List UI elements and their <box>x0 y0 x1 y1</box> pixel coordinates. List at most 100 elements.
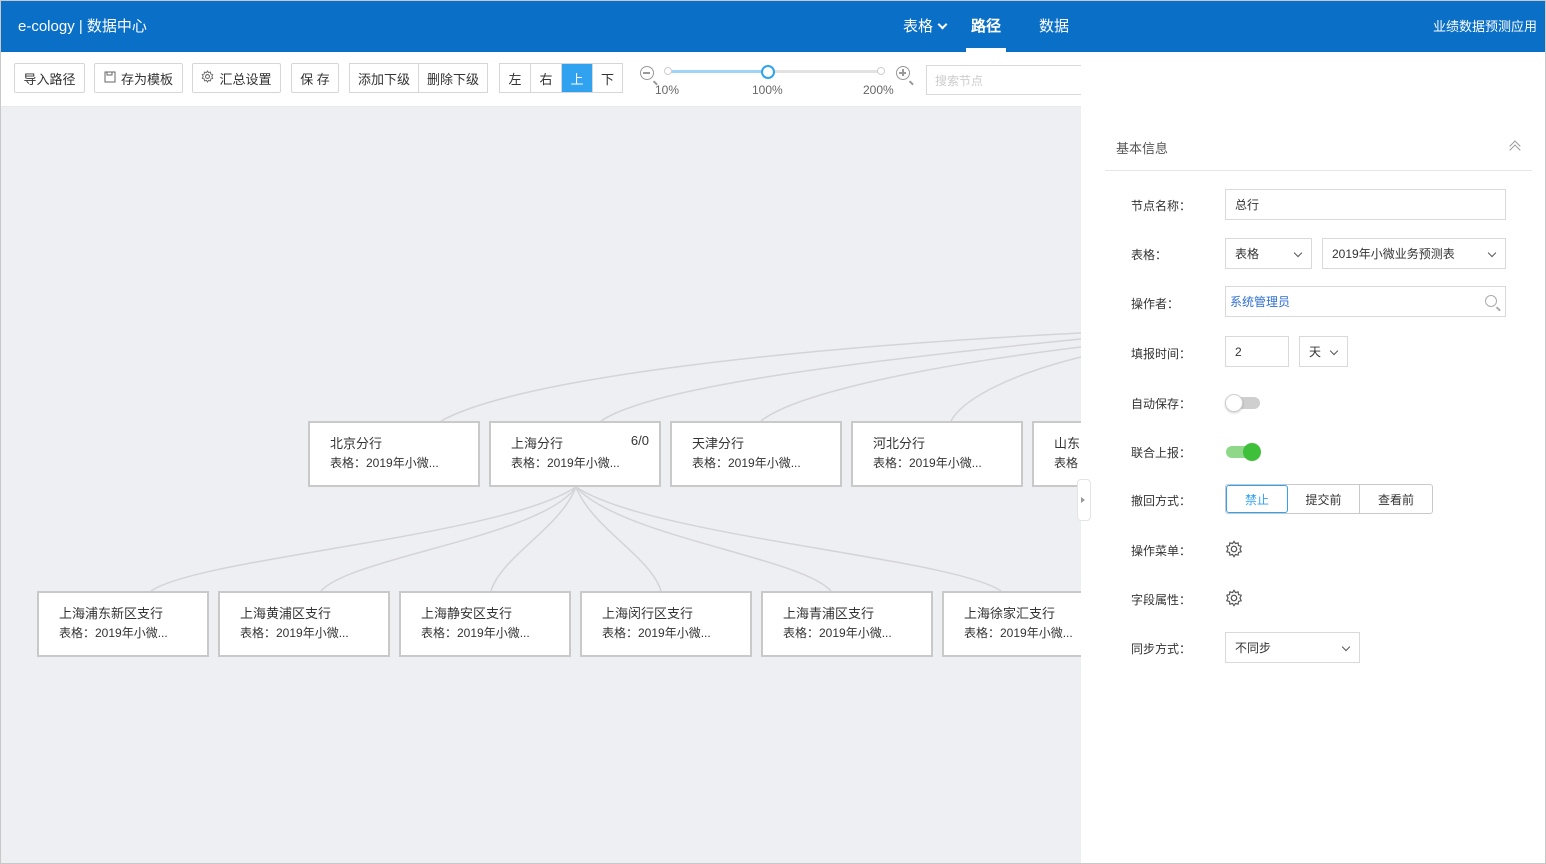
section-title: 基本信息 <box>1116 141 1169 156</box>
chevron-up-icon[interactable] <box>1510 141 1520 153</box>
withdraw-forbid-option[interactable]: 禁止 <box>1226 485 1288 513</box>
nav-table-label: 表格 <box>903 18 934 35</box>
nav-active-indicator <box>966 48 1006 52</box>
gear-icon <box>201 70 214 86</box>
joint-report-toggle[interactable] <box>1226 443 1261 461</box>
import-path-button[interactable]: 导入路径 <box>14 63 85 93</box>
node-title: 山东 <box>1054 436 1081 451</box>
node-subtitle: 表格：2019年小微... <box>602 626 711 640</box>
operator-input[interactable]: 系统管理员 <box>1225 286 1506 317</box>
withdraw-before-submit-option[interactable]: 提交前 <box>1288 485 1360 513</box>
nav-path[interactable]: 路径 <box>971 18 1002 35</box>
direction-up-button[interactable]: 上 <box>562 64 593 92</box>
gear-icon[interactable] <box>1225 540 1243 558</box>
zoom-tick-max: 200% <box>863 83 894 97</box>
tree-node-huangpu[interactable]: 上海黄浦区支行 表格：2019年小微... <box>218 591 390 657</box>
save-template-label: 存为模板 <box>120 71 173 87</box>
withdraw-options: 禁止 提交前 查看前 <box>1225 484 1433 514</box>
zoom-min-dot <box>664 67 672 75</box>
summary-settings-button[interactable]: 汇总设置 <box>192 63 281 93</box>
app-name[interactable]: 业绩数据预测应用 <box>1432 19 1537 34</box>
add-child-button[interactable]: 添加下级 <box>350 64 419 92</box>
fill-time-input[interactable]: 2 <box>1225 336 1289 367</box>
direction-right-button[interactable]: 右 <box>531 64 562 92</box>
tree-node-pudong[interactable]: 上海浦东新区支行 表格：2019年小微... <box>37 591 209 657</box>
tree-node-jingan[interactable]: 上海静安区支行 表格：2019年小微... <box>399 591 571 657</box>
zoom-tick-min: 10% <box>655 83 680 97</box>
link-sh-xujiahui <box>575 486 1002 592</box>
node-subtitle: 表格：2019年小微... <box>873 456 982 470</box>
link-root-tianjin <box>760 346 1081 422</box>
direction-left-button[interactable]: 左 <box>500 64 531 92</box>
link-sh-jingan <box>490 486 577 592</box>
tree-node-xujiahui[interactable]: 上海徐家汇支行 表格：2019年小微... <box>942 591 1081 657</box>
brand-title: e-cology | 数据中心 <box>18 18 147 35</box>
tree-links <box>150 332 1081 592</box>
sync-label: 同步方式： <box>1131 642 1192 656</box>
link-root-hebei <box>950 356 1081 422</box>
search-node-input[interactable]: 搜索节点 <box>926 65 1086 95</box>
link-root-shanghai <box>600 338 1081 422</box>
tree-node-hebei[interactable]: 河北分行 表格：2019年小微... <box>851 421 1023 487</box>
save-icon <box>104 71 116 86</box>
direction-down-button[interactable]: 下 <box>600 71 614 87</box>
field-attr-label: 字段属性： <box>1131 593 1192 607</box>
zoom-tick-mid: 100% <box>752 83 783 97</box>
link-root-beijing <box>440 332 1081 422</box>
fill-time-label: 填报时间： <box>1131 347 1192 361</box>
node-subtitle: 表格：2019年小微... <box>964 626 1073 640</box>
zoom-out-icon[interactable] <box>640 66 658 85</box>
zoom-in-icon[interactable] <box>896 66 914 85</box>
node-subtitle: 表格：2019年小微... <box>692 456 801 470</box>
node-title: 上海浦东新区支行 <box>59 606 164 621</box>
withdraw-label: 撤回方式： <box>1131 494 1192 508</box>
link-sh-huangpu <box>320 486 577 592</box>
node-name-input[interactable]: 总行 <box>1225 189 1506 220</box>
node-title: 上海静安区支行 <box>421 606 513 621</box>
operator-label: 操作者： <box>1131 297 1180 311</box>
nav-table[interactable]: 表格 <box>903 15 948 36</box>
toggle-knob <box>1243 443 1261 461</box>
node-subtitle: 表格：2019年小微... <box>511 456 620 470</box>
tree-node-beijing[interactable]: 北京分行 表格：2019年小微... <box>308 421 480 487</box>
node-title: 上海徐家汇支行 <box>964 606 1056 621</box>
gear-icon[interactable] <box>1225 589 1243 607</box>
table-type-select[interactable]: 表格 <box>1225 238 1312 269</box>
chevron-down-icon <box>937 19 948 30</box>
tree-node-minhang[interactable]: 上海闵行区支行 表格：2019年小微... <box>580 591 752 657</box>
search-icon[interactable] <box>1485 295 1497 307</box>
zoom-slider-track[interactable] <box>667 70 883 73</box>
sync-select[interactable]: 不同步 <box>1225 632 1360 663</box>
operator-value: 系统管理员 <box>1230 295 1291 309</box>
nav-data[interactable]: 数据 <box>1039 18 1070 35</box>
node-subtitle: 表格：2019年小微... <box>783 626 892 640</box>
section-divider <box>1105 170 1532 171</box>
node-subtitle: 表格：2019年小微... <box>59 626 168 640</box>
link-sh-minhang <box>575 486 662 592</box>
zoom-max-dot <box>877 67 885 75</box>
save-template-button[interactable]: 存为模板 <box>94 63 183 93</box>
node-count-badge: 6/0 <box>630 433 649 448</box>
zoom-slider-handle[interactable] <box>761 65 775 79</box>
fill-time-unit-select[interactable]: 天 <box>1299 336 1348 367</box>
tree-node-shandong[interactable]: 山东 表格 <box>1032 421 1081 487</box>
delete-child-button[interactable]: 删除下级 <box>426 71 479 87</box>
summary-settings-label: 汇总设置 <box>219 71 272 87</box>
panel-collapse-handle[interactable] <box>1077 479 1091 521</box>
withdraw-before-view-option[interactable]: 查看前 <box>1377 492 1414 507</box>
tree-node-tianjin[interactable]: 天津分行 表格：2019年小微... <box>670 421 842 487</box>
save-button[interactable]: 保 存 <box>291 63 339 93</box>
child-ops-group: 添加下级 删除下级 <box>349 63 488 93</box>
tree-node-qingpu[interactable]: 上海青浦区支行 表格：2019年小微... <box>761 591 933 657</box>
tree-canvas[interactable]: 北京分行 表格：2019年小微... 上海分行 6/0 表格：2019年小微..… <box>1 107 1081 863</box>
auto-save-toggle[interactable] <box>1225 394 1260 412</box>
node-title: 上海青浦区支行 <box>783 606 875 621</box>
node-name-label: 节点名称： <box>1131 199 1192 213</box>
node-subtitle: 表格：2019年小微... <box>330 456 439 470</box>
table-label: 表格： <box>1131 248 1168 262</box>
tree-node-shanghai[interactable]: 上海分行 6/0 表格：2019年小微... <box>489 421 661 487</box>
table-select[interactable]: 2019年小微业务预测表 <box>1322 238 1506 269</box>
node-subtitle: 表格：2019年小微... <box>240 626 349 640</box>
link-sh-pudong <box>150 486 577 592</box>
direction-group: 左 右 上 下 <box>499 63 623 93</box>
